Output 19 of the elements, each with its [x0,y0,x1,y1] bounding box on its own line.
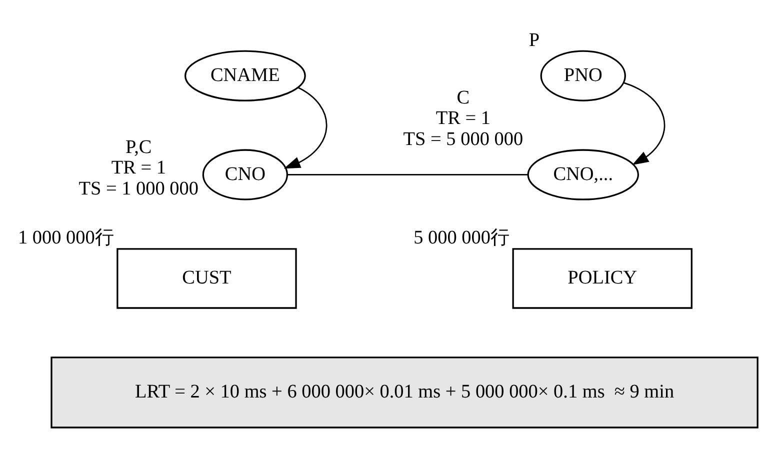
node-ellipse: CNAME [184,50,306,102]
node-label: 1 000 000行 [18,228,114,249]
node-ellipse: CNO [202,149,288,200]
node-box: CUST [116,248,297,309]
node-label: P [528,30,540,51]
arrow [624,82,666,165]
node-ellipse: CNO,... [527,149,640,200]
node-ellipse: PNO [540,50,626,102]
connector [287,174,528,176]
node-box: POLICY [512,248,692,309]
arrow [284,87,328,169]
node-label: TR = 1 [436,108,491,130]
node-label: TS = 1 000 000 [78,178,199,200]
node-label: TS = 5 000 000 [403,128,524,150]
node-label: TR = 1 [111,158,166,179]
node-label: C [456,88,470,109]
node-box: LRT = 2 × 10 ms + 6 000 000× 0.01 ms + 5 000 000× 0.1 ms ≈ 9 min [50,356,758,428]
node-label: 5 000 000行 [414,228,510,249]
node-label: P,C [126,137,152,158]
